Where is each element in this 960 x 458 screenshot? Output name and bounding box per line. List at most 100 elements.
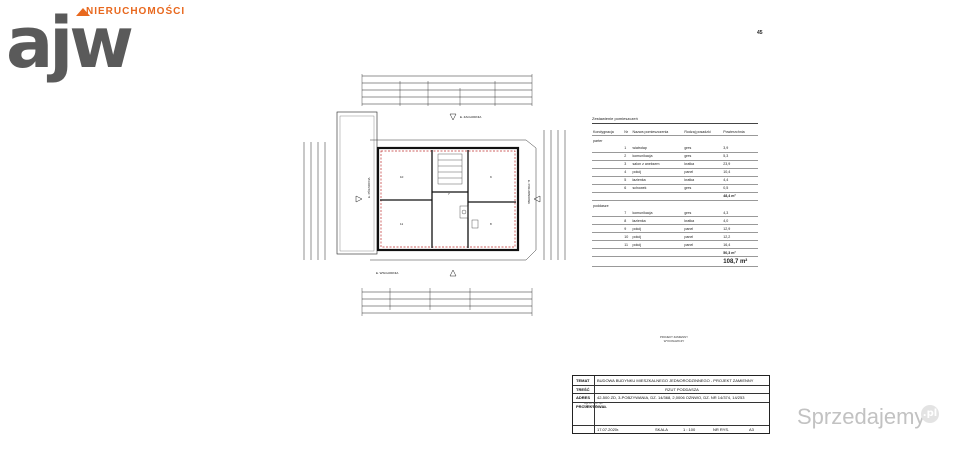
title-block-row: ADRES 42-500 ZD, 3-POBZYWANIA, DZ. 14/36… — [573, 393, 769, 403]
approval-stamp: PROJEKT ZAMIENNY WYKONAWCZY — [659, 335, 689, 343]
subtotal-row: 48,4 m² — [592, 192, 758, 201]
cell: 11 — [623, 240, 632, 249]
table-header-row: Kondygnacja Nr Nazwa pomieszczenia Rodza… — [592, 128, 758, 136]
cell: 6 — [623, 184, 632, 193]
cell: 1 — [623, 144, 632, 153]
cell: 12,2 — [722, 232, 758, 241]
cell: 3 — [623, 160, 632, 169]
cell: pokój — [631, 240, 684, 249]
title-block-value: 42-500 ZD, 3-POBZYWANIA, DZ. 14/368, 2,0… — [597, 395, 745, 400]
cell: gres — [683, 144, 723, 153]
floor-label: parter — [593, 139, 603, 143]
subtotal-row: 50,3 m² — [592, 248, 758, 257]
drawing-title-block: TEMAT BUDOWA BUDYNKU MIESZKALNEGO JEDNOR… — [572, 375, 770, 434]
cell: 4,0 — [722, 216, 758, 225]
right-dimension-lines — [543, 130, 566, 260]
top-dimension-lines — [362, 75, 532, 105]
section-label-east: E. WSCHODNIA — [376, 271, 398, 275]
cell: 4,3 — [722, 209, 758, 217]
sheet-value: A3 — [749, 426, 754, 432]
scale-value: 1 : 100 — [683, 426, 696, 432]
title-block-value: RZUT PODDASZA — [665, 387, 699, 392]
left-dimension-lines — [303, 142, 326, 260]
logo-tagline: NIERUCHOMOŚCI — [86, 6, 186, 17]
floor-plan-drawing: 10 11 7 9 8 E. ZACHODNIA E. WSCHODNIA E.… — [303, 74, 566, 316]
watermark-text: Sprzedajemy — [797, 404, 926, 429]
room-schedule-table: Kondygnacja Nr Nazwa pomieszczenia Rodza… — [592, 128, 758, 267]
cell: 0,5 — [722, 184, 758, 193]
designer-signature-notes: mgr inż. arch. upr. bud. nr ewid. — [584, 402, 604, 408]
room-label: 8 — [490, 222, 492, 226]
subtotal-value: 50,3 m² — [722, 248, 758, 257]
cell: 8 — [623, 216, 632, 225]
cell: panel — [683, 232, 723, 241]
cell: 5 — [623, 176, 632, 185]
column-header: Rodzaj posadzki — [683, 128, 723, 136]
section-label-west: E. ZACHODNIA — [460, 115, 481, 119]
cell: panel — [683, 240, 723, 249]
cell: kratka — [683, 176, 723, 185]
column-header: Kondygnacja — [592, 128, 624, 136]
cell: 9 — [623, 224, 632, 233]
room-label: 10 — [400, 175, 404, 179]
cell: 10,4 — [722, 168, 758, 177]
logo-roof-icon — [76, 8, 90, 16]
cell: 5,3 — [722, 152, 758, 161]
watermark-badge-icon: .pl — [921, 405, 939, 423]
cell: 12,9 — [722, 224, 758, 233]
cell: pokój — [631, 224, 684, 233]
cell: schowek — [631, 184, 684, 193]
column-header: Nr — [623, 128, 632, 136]
interior-walls — [380, 150, 516, 248]
cell: 23,9 — [722, 160, 758, 169]
cell: 4,4 — [722, 176, 758, 185]
title-block-row: TREŚĆ RZUT PODDASZA — [573, 385, 769, 394]
brand-logo: ajw — [6, 2, 134, 84]
floor-label: poddasze — [593, 203, 609, 208]
cell: łazienka — [631, 176, 684, 185]
cell: 2 — [623, 152, 632, 161]
grand-total-area: 108,7 m² — [722, 256, 758, 267]
terrace-outline — [336, 111, 378, 255]
floor-section-row: parter — [592, 136, 758, 145]
cell: kratka — [683, 216, 723, 225]
cell: łazienka — [631, 216, 684, 225]
cell: 4 — [623, 168, 632, 177]
drawing-date: 17.07.2020r. — [597, 426, 620, 432]
column-header: Nazwa pomieszczenia — [631, 128, 684, 136]
cell: salon z aneksem — [631, 160, 684, 169]
room-label: 9 — [490, 175, 492, 179]
room-label: 11 — [400, 222, 403, 226]
subtotal-value: 48,4 m² — [722, 192, 758, 201]
title-block-footer: 17.07.2020r. SKALA 1 : 100 NR RYS. A3 — [573, 425, 769, 432]
cell: komunikacja — [631, 152, 684, 161]
cell: 3,9 — [722, 144, 758, 153]
column-header: Powierzchnia — [722, 128, 758, 136]
cell: kratka — [683, 160, 723, 169]
cell: panel — [683, 224, 723, 233]
cell: 7 — [623, 209, 632, 217]
scale-label: SKALA — [655, 426, 668, 432]
sheet-label: NR RYS. — [713, 426, 730, 432]
cell: gres — [683, 184, 723, 193]
cell: 10 — [623, 232, 632, 241]
cell: pokój — [631, 232, 684, 241]
title-block-label: TREŚĆ — [576, 387, 590, 392]
title-block-label: ADRES — [576, 395, 591, 400]
sheet-corner-mark: 45 — [757, 30, 763, 36]
staircase — [437, 153, 463, 185]
bathroom-fixtures — [459, 205, 479, 229]
section-label-north: E. PÓŁNOCNA — [366, 177, 371, 198]
floor-section-row: poddasze — [592, 200, 758, 209]
